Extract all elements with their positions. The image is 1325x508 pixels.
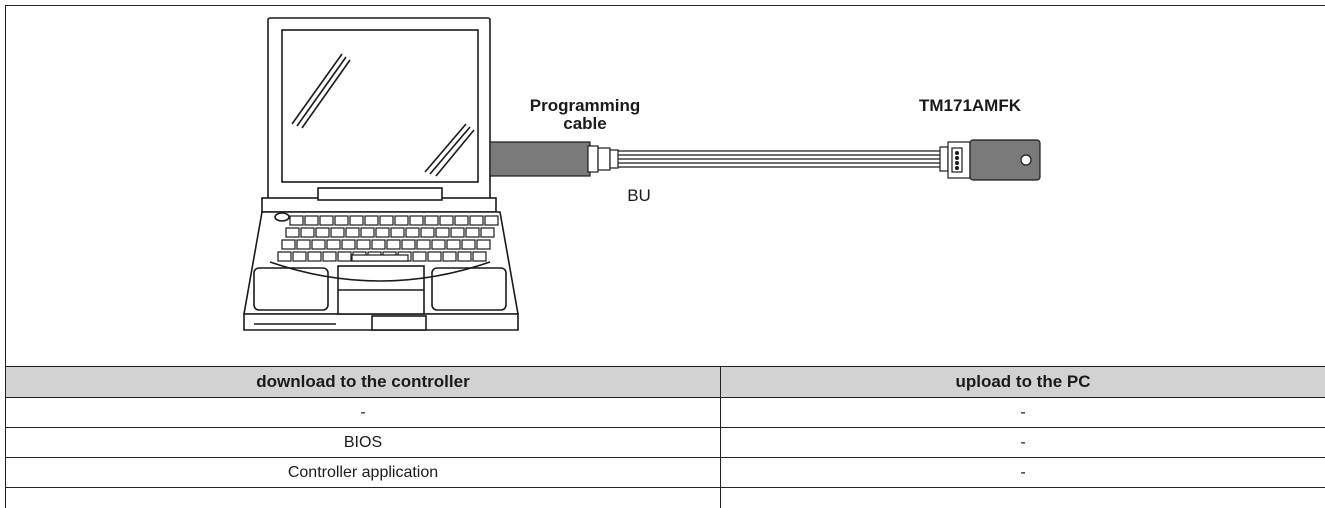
cable-label-line2: cable	[563, 114, 607, 133]
key-icon	[326, 239, 341, 250]
key-icon	[341, 239, 356, 250]
key-icon	[349, 215, 364, 226]
key-icon	[435, 227, 450, 238]
row3-bottom-border	[5, 487, 1325, 488]
key-icon	[476, 239, 491, 250]
key-icon	[469, 215, 484, 226]
diagram-bottom-border	[5, 366, 1325, 367]
key-icon	[319, 215, 334, 226]
keyboard-icon	[277, 215, 499, 262]
row1-bottom-border	[5, 427, 1325, 428]
key-icon	[442, 251, 457, 262]
key-icon	[457, 251, 472, 262]
key-icon	[277, 251, 292, 262]
cable-label: Programming cable	[505, 97, 665, 133]
key-icon	[292, 251, 307, 262]
left-border	[5, 5, 6, 508]
key-icon	[446, 239, 461, 250]
spacebar-icon	[351, 254, 409, 262]
key-icon	[394, 215, 409, 226]
key-icon	[360, 227, 375, 238]
row1-download: -	[360, 403, 366, 421]
key-icon	[334, 215, 349, 226]
key-icon	[409, 215, 424, 226]
key-icon	[322, 251, 337, 262]
cable-label-line1: Programming	[529, 96, 641, 115]
key-icon	[420, 227, 435, 238]
key-icon	[427, 251, 442, 262]
key-icon	[300, 227, 315, 238]
key-icon	[345, 227, 360, 238]
key-icon	[379, 215, 394, 226]
key-icon	[371, 239, 386, 250]
row2-upload: -	[1020, 433, 1026, 451]
key-icon	[364, 215, 379, 226]
key-icon	[450, 227, 465, 238]
header-upload: upload to the PC	[721, 367, 1325, 397]
key-icon	[480, 227, 495, 238]
key-icon	[375, 227, 390, 238]
key-icon	[472, 251, 487, 262]
key-icon	[461, 239, 476, 250]
key-icon	[315, 227, 330, 238]
key-icon	[431, 239, 446, 250]
header-bottom-border	[5, 397, 1325, 398]
key-icon	[401, 239, 416, 250]
key-icon	[390, 227, 405, 238]
key-icon	[281, 239, 296, 250]
key-icon	[439, 215, 454, 226]
key-icon	[307, 251, 322, 262]
row2-download: BIOS	[343, 433, 383, 451]
key-icon	[412, 251, 427, 262]
key-icon	[386, 239, 401, 250]
key-icon	[337, 251, 352, 262]
row2-bottom-border	[5, 457, 1325, 458]
cable-plug-icon	[489, 141, 619, 177]
row3-download: Controller application	[287, 463, 439, 481]
controller-connector-icon	[939, 139, 1041, 181]
key-icon	[311, 239, 326, 250]
key-icon	[330, 227, 345, 238]
header-download: download to the controller	[6, 367, 720, 397]
device-label: TM171AMFK	[918, 96, 1021, 115]
column-divider	[720, 366, 721, 508]
cable-wires-icon	[618, 150, 940, 168]
top-border	[5, 5, 1325, 6]
key-icon	[424, 215, 439, 226]
key-icon	[484, 215, 499, 226]
row3-upload: -	[1020, 463, 1026, 481]
key-icon	[454, 215, 469, 226]
laptop-icon	[243, 17, 519, 331]
row1-upload: -	[1020, 403, 1026, 421]
key-icon	[304, 215, 319, 226]
key-icon	[289, 215, 304, 226]
key-icon	[356, 239, 371, 250]
key-icon	[465, 227, 480, 238]
connection-diagram	[243, 17, 1041, 331]
key-icon	[285, 227, 300, 238]
port-label: BU	[627, 186, 651, 205]
key-icon	[296, 239, 311, 250]
key-icon	[405, 227, 420, 238]
key-icon	[416, 239, 431, 250]
